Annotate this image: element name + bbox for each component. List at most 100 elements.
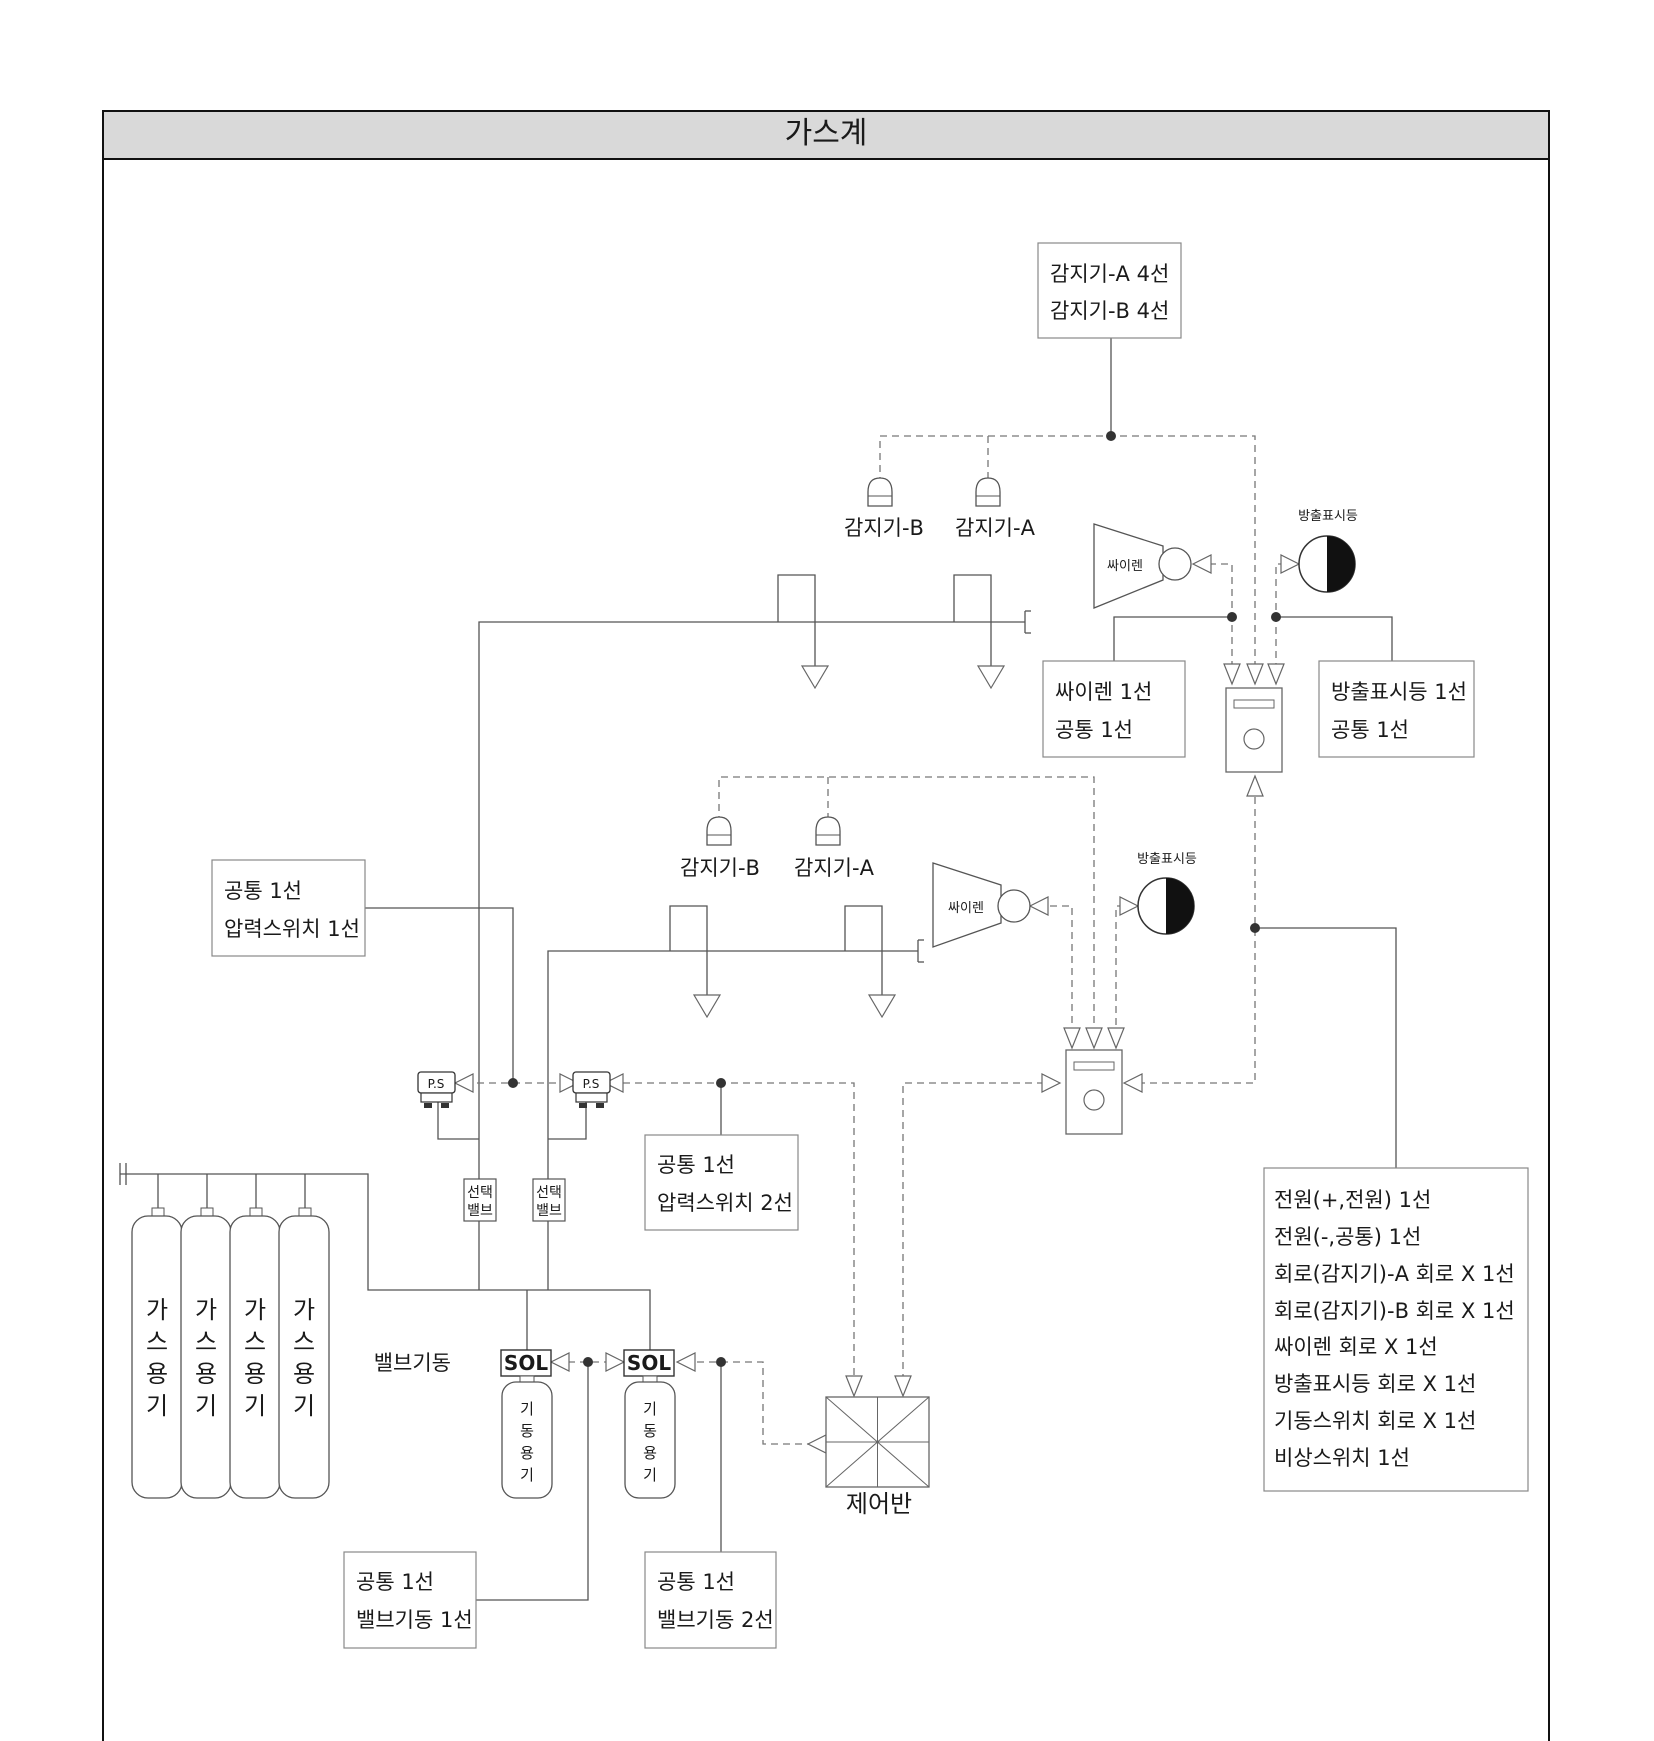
box-panel-wires-line-2: 전원(-,공통) 1선 bbox=[1274, 1225, 1421, 1249]
box-valve1-line-1: 공통 1선 bbox=[356, 1570, 434, 1594]
pressure-switch-1-label: P.S bbox=[428, 1077, 445, 1091]
box-siren1: 싸이렌 1선 공통 1선 bbox=[1042, 660, 1186, 758]
starter-cylinder-2: 기 동 용 기 bbox=[624, 1375, 676, 1499]
room1-lamp-label: 방출표시등 bbox=[1298, 509, 1358, 524]
starter-2-char-1: 기 bbox=[643, 1400, 657, 1418]
room2-discharge-lamp: 방출표시등 bbox=[1137, 852, 1197, 935]
room1-manual-station bbox=[1225, 687, 1283, 773]
gas-cyl-3-char-1: 가 bbox=[244, 1296, 266, 1324]
control-panel: 제어반 bbox=[825, 1396, 930, 1518]
gas-cyl-4-char-2: 스 bbox=[293, 1328, 315, 1356]
pressure-switch-2-label: P.S bbox=[583, 1077, 600, 1091]
selector-valve-2-label-bottom: 밸브 bbox=[536, 1203, 562, 1219]
box-ps2-line-1: 공통 1선 bbox=[657, 1153, 735, 1177]
box-valve2: 공통 1선 밸브기동 2선 bbox=[644, 1551, 777, 1649]
box-siren1-line-2: 공통 1선 bbox=[1055, 718, 1133, 742]
starter-2-char-4: 기 bbox=[643, 1466, 657, 1484]
box-panel-wires-line-3: 회로(감지기)-A 회로 X 1선 bbox=[1274, 1262, 1515, 1286]
box-valve2-line-2: 밸브기동 2선 bbox=[657, 1608, 774, 1632]
box-panel-wires-line-1: 전원(+,전원) 1선 bbox=[1274, 1188, 1431, 1212]
gas-cyl-1-char-2: 스 bbox=[146, 1328, 168, 1356]
box-lamp1: 방출표시등 1선 공통 1선 bbox=[1318, 660, 1475, 758]
gas-cyl-1-char-3: 용 bbox=[146, 1360, 168, 1388]
box-ps-common-line-2: 압력스위치 1선 bbox=[224, 917, 360, 941]
gas-cyl-2-char-4: 기 bbox=[195, 1392, 217, 1420]
room2-siren-label: 싸이렌 bbox=[948, 901, 984, 916]
gas-cyl-1-char-1: 가 bbox=[146, 1296, 168, 1324]
starter-2-char-3: 용 bbox=[643, 1444, 657, 1462]
starter-1-char-3: 용 bbox=[520, 1444, 534, 1462]
box-top-detector: 감지기-A 4선 감지기-B 4선 bbox=[1037, 242, 1182, 339]
page-title: 가스계 bbox=[785, 116, 868, 151]
gas-cyl-4-char-4: 기 bbox=[293, 1392, 315, 1420]
gas-cyl-3-char-3: 용 bbox=[244, 1360, 266, 1388]
solenoid-2-label: SOL bbox=[627, 1351, 671, 1375]
box-panel-wires: 전원(+,전원) 1선 전원(-,공통) 1선 회로(감지기)-A 회로 X 1… bbox=[1263, 1167, 1529, 1492]
room1-siren-label: 싸이렌 bbox=[1107, 559, 1143, 574]
box-panel-wires-line-8: 비상스위치 1선 bbox=[1274, 1446, 1410, 1470]
box-panel-wires-line-7: 기동스위치 회로 X 1선 bbox=[1274, 1409, 1476, 1433]
starter-1-char-4: 기 bbox=[520, 1466, 534, 1484]
solenoid-2: SOL bbox=[623, 1349, 675, 1377]
room2-lamp-label: 방출표시등 bbox=[1137, 852, 1197, 867]
gas-cylinder-4: 가 스 용 기 bbox=[278, 1207, 330, 1499]
selector-valve-2: 선택 밸브 bbox=[532, 1178, 566, 1222]
box-lamp1-line-2: 공통 1선 bbox=[1331, 718, 1409, 742]
box-siren1-line-1: 싸이렌 1선 bbox=[1055, 680, 1152, 704]
box-top-detector-line-2: 감지기-B 4선 bbox=[1050, 299, 1169, 323]
arrowheads bbox=[453, 554, 1301, 1454]
room2-detector-b-label: 감지기-B bbox=[680, 856, 760, 880]
room1-detector-b bbox=[867, 477, 893, 507]
gas-cyl-3-char-4: 기 bbox=[244, 1392, 266, 1420]
selector-valve-1-label-top: 선택 bbox=[467, 1185, 493, 1201]
box-panel-wires-line-4: 회로(감지기)-B 회로 X 1선 bbox=[1274, 1299, 1515, 1323]
box-ps2: 공통 1선 압력스위치 2선 bbox=[644, 1134, 799, 1231]
starter-2-char-2: 동 bbox=[643, 1422, 657, 1440]
box-valve1: 공통 1선 밸브기동 1선 bbox=[343, 1551, 477, 1649]
gas-cyl-1-char-4: 기 bbox=[146, 1392, 168, 1420]
solid-wires bbox=[119, 338, 1397, 1601]
box-ps-common-line-1: 공통 1선 bbox=[224, 879, 302, 903]
starter-1-char-2: 동 bbox=[520, 1422, 534, 1440]
box-ps-common: 공통 1선 압력스위치 1선 bbox=[211, 859, 366, 957]
room1-detector-b-label: 감지기-B bbox=[844, 516, 924, 540]
box-panel-wires-line-5: 싸이렌 회로 X 1선 bbox=[1274, 1335, 1438, 1359]
room2-siren: 싸이렌 bbox=[932, 862, 1031, 948]
gas-cyl-2-char-1: 가 bbox=[195, 1296, 217, 1324]
selector-valve-2-label-top: 선택 bbox=[536, 1185, 562, 1201]
gas-cylinder-2: 가 스 용 기 bbox=[180, 1207, 232, 1499]
junction-dots bbox=[508, 431, 1281, 1367]
gas-cyl-2-char-2: 스 bbox=[195, 1328, 217, 1356]
box-top-detector-line-1: 감지기-A 4선 bbox=[1050, 262, 1169, 286]
title-bar bbox=[102, 110, 1550, 160]
box-lamp1-line-1: 방출표시등 1선 bbox=[1331, 680, 1467, 704]
solenoid-1-label: SOL bbox=[504, 1351, 548, 1375]
gas-cyl-4-char-1: 가 bbox=[293, 1296, 315, 1324]
room2-detector-b bbox=[706, 816, 732, 846]
pressure-switch-1: P.S bbox=[417, 1071, 456, 1108]
room2-manual-station bbox=[1065, 1049, 1123, 1135]
box-panel-wires-line-6: 방출표시등 회로 X 1선 bbox=[1274, 1372, 1476, 1396]
pressure-switch-2: P.S bbox=[572, 1071, 611, 1108]
box-ps2-line-2: 압력스위치 2선 bbox=[657, 1191, 793, 1215]
box-valve1-line-2: 밸브기동 1선 bbox=[356, 1608, 473, 1632]
room1-siren: 싸이렌 bbox=[1093, 523, 1192, 609]
room1-detector-a bbox=[975, 477, 1001, 507]
control-panel-label: 제어반 bbox=[846, 1490, 912, 1518]
gas-cylinder-3: 가 스 용 기 bbox=[229, 1207, 281, 1499]
dashed-wires bbox=[465, 435, 1297, 1445]
valve-start-label: 밸브기동 bbox=[374, 1351, 451, 1375]
solenoid-1: SOL bbox=[500, 1349, 552, 1377]
room1-detector-a-label: 감지기-A bbox=[955, 516, 1036, 540]
gas-cyl-3-char-2: 스 bbox=[244, 1328, 266, 1356]
starter-1-char-1: 기 bbox=[520, 1400, 534, 1418]
selector-valve-1: 선택 밸브 bbox=[463, 1178, 497, 1222]
room1-discharge-lamp: 방출표시등 bbox=[1298, 509, 1358, 593]
box-valve2-line-1: 공통 1선 bbox=[657, 1570, 735, 1594]
selector-valve-1-label-bottom: 밸브 bbox=[467, 1203, 493, 1219]
gas-cyl-2-char-3: 용 bbox=[195, 1360, 217, 1388]
starter-cylinder-1: 기 동 용 기 bbox=[501, 1375, 553, 1499]
gas-cyl-4-char-3: 용 bbox=[293, 1360, 315, 1388]
room2-detector-a bbox=[815, 816, 841, 846]
